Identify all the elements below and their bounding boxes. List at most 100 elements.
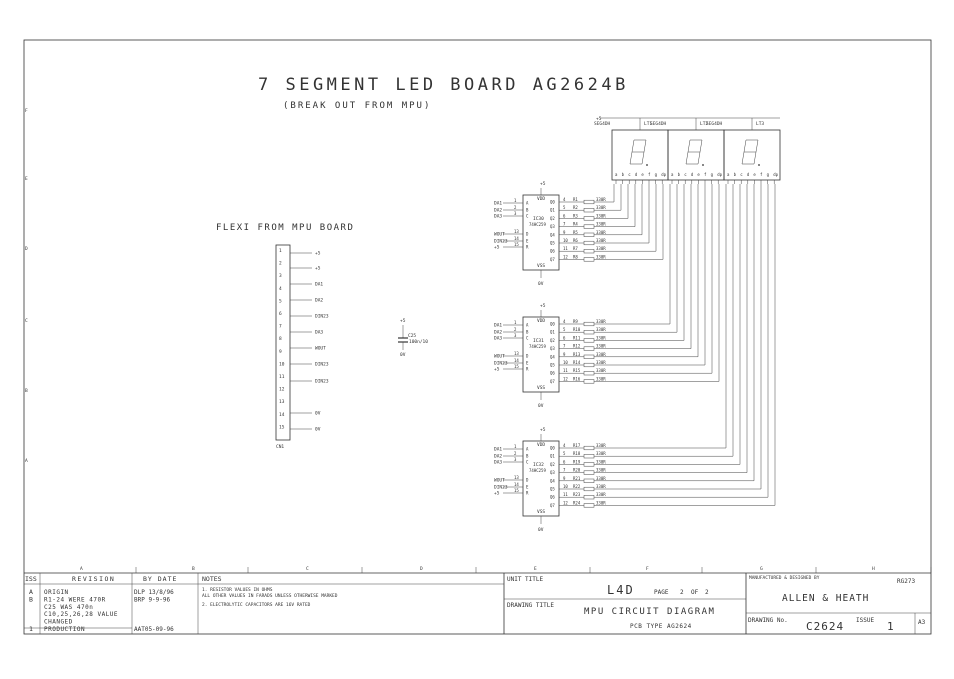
flexi-pin-number: 15 (279, 424, 285, 430)
ic-output-pin: 6 (563, 213, 566, 218)
ic-input-pin: 13 (514, 351, 519, 356)
resistor-value: 330R (596, 246, 606, 251)
resistor-ref: R16 (573, 376, 581, 381)
drawing-number-label: DRAWING No. (748, 617, 788, 624)
display-body (723, 129, 781, 181)
ic-output-name: Q2 (550, 338, 555, 343)
ic-input-name: C (526, 336, 529, 341)
resistor-ref: R15 (573, 368, 581, 373)
sheet-border (23, 39, 932, 635)
flexi-pin-number: 7 (279, 324, 282, 330)
flexi-pin-number: 1 (279, 248, 282, 254)
ic-output-name: Q7 (550, 257, 555, 262)
flexi-signal-label: WOUT (315, 346, 326, 352)
note-1: 1. RESISTOR VALUES IN OHMS (202, 587, 273, 593)
ic-output-pin: 7 (563, 222, 566, 227)
flexi-connector-body (275, 244, 291, 441)
display-pin-letter: e (641, 172, 644, 177)
ic-output-name: Q3 (550, 470, 555, 475)
resistor-value: 330R (596, 500, 606, 505)
flexi-pin-number: 2 (279, 261, 282, 267)
ic-input-label: DIN23 (494, 485, 508, 491)
ic-input-pin: 14 (514, 236, 519, 241)
resistor (583, 503, 595, 508)
resistor-ref: R17 (573, 443, 581, 448)
ic-input-pin: 1 (514, 444, 517, 449)
grid-column-E: E (534, 566, 537, 572)
flexi-signal-label: DIN23 (315, 362, 329, 368)
ic-output-name: Q1 (550, 454, 555, 459)
flexi-signal-label: 0V (315, 427, 321, 433)
ic-vdd-label: VDD (537, 318, 545, 324)
ic-input-label: DIN23 (494, 239, 508, 245)
display-part: SEG4DH (650, 121, 667, 127)
resistor (583, 199, 595, 205)
revision-text: R1-24 WERE 470R (44, 596, 106, 603)
ic-input-pin: 14 (514, 482, 519, 487)
revision-header: REVISION (72, 575, 115, 583)
ic-input-pin: 1 (514, 198, 517, 203)
ic-output-pin: 6 (563, 459, 566, 464)
ic-ref: IC31 (533, 338, 544, 344)
display-pin-letter: b (678, 172, 681, 177)
display-segment (641, 151, 645, 165)
display-pin-letter: f (648, 172, 651, 177)
resistor (583, 224, 595, 229)
display-ref: LT2 (700, 121, 708, 127)
flexi-pin-number: 9 (279, 349, 282, 355)
ic-output-name: Q2 (550, 216, 555, 221)
display-supply-label: +5 (596, 116, 602, 122)
ic-output-pin: 12 (563, 376, 568, 381)
grid-column-F: F (646, 566, 649, 572)
ic-output-pin: 7 (563, 344, 566, 349)
ic-output-pin: 4 (563, 443, 566, 448)
resistor-ref: R20 (573, 468, 581, 473)
grid-row-C: C (25, 318, 28, 324)
manufacturer-name: ALLEN & HEATH (782, 593, 869, 604)
resistor-ref: R21 (573, 476, 581, 481)
display-segment (631, 139, 635, 153)
resistor-ref: R1 (573, 197, 578, 202)
ic-part: 74HC259 (529, 222, 546, 227)
resistor-ref: R23 (573, 492, 581, 497)
resistor (583, 240, 595, 246)
revision-text: CHANGED (44, 619, 73, 626)
display-pin-letter: d (691, 172, 694, 177)
flexi-signal-label: 0V (315, 411, 321, 417)
ic-output-name: Q0 (550, 446, 555, 451)
ic-input-label: +5 (494, 245, 500, 251)
resistor (583, 346, 595, 351)
sheet-size: A3 (918, 619, 926, 626)
flexi-connector-ref: CN1 (276, 444, 284, 450)
display-body (667, 129, 725, 181)
display-decimal-point (646, 164, 648, 166)
ic-output-pin: 4 (563, 319, 566, 324)
issue-number: 1 (887, 620, 894, 633)
flexi-signal-label: DIN23 (315, 379, 329, 385)
display-pin-letter: a (727, 172, 730, 177)
resistor (583, 208, 595, 213)
flexi-pin-number: 5 (279, 298, 282, 304)
resistor (583, 257, 595, 262)
ic-input-label: DA2 (494, 208, 502, 214)
flexi-pin-number: 11 (279, 374, 285, 380)
ic-input-label: DA2 (494, 330, 502, 336)
resistor-ref: R22 (573, 484, 581, 489)
ic-input-pin: 13 (514, 475, 519, 480)
grid-column-D: D (420, 566, 423, 572)
display-pin-letter: d (635, 172, 638, 177)
display-segment (643, 139, 647, 153)
ic-input-pin: 1 (514, 320, 517, 325)
flexi-pin-number: 12 (279, 387, 285, 393)
flexi-pin-number: 3 (279, 273, 282, 279)
display-pin-letter: dp (661, 172, 666, 177)
sub-title: (BREAK OUT FROM MPU) (283, 101, 431, 111)
ic-vss-label: VSS (537, 263, 545, 269)
ic-input-name: D (526, 354, 529, 359)
resistor-value: 330R (596, 213, 606, 218)
